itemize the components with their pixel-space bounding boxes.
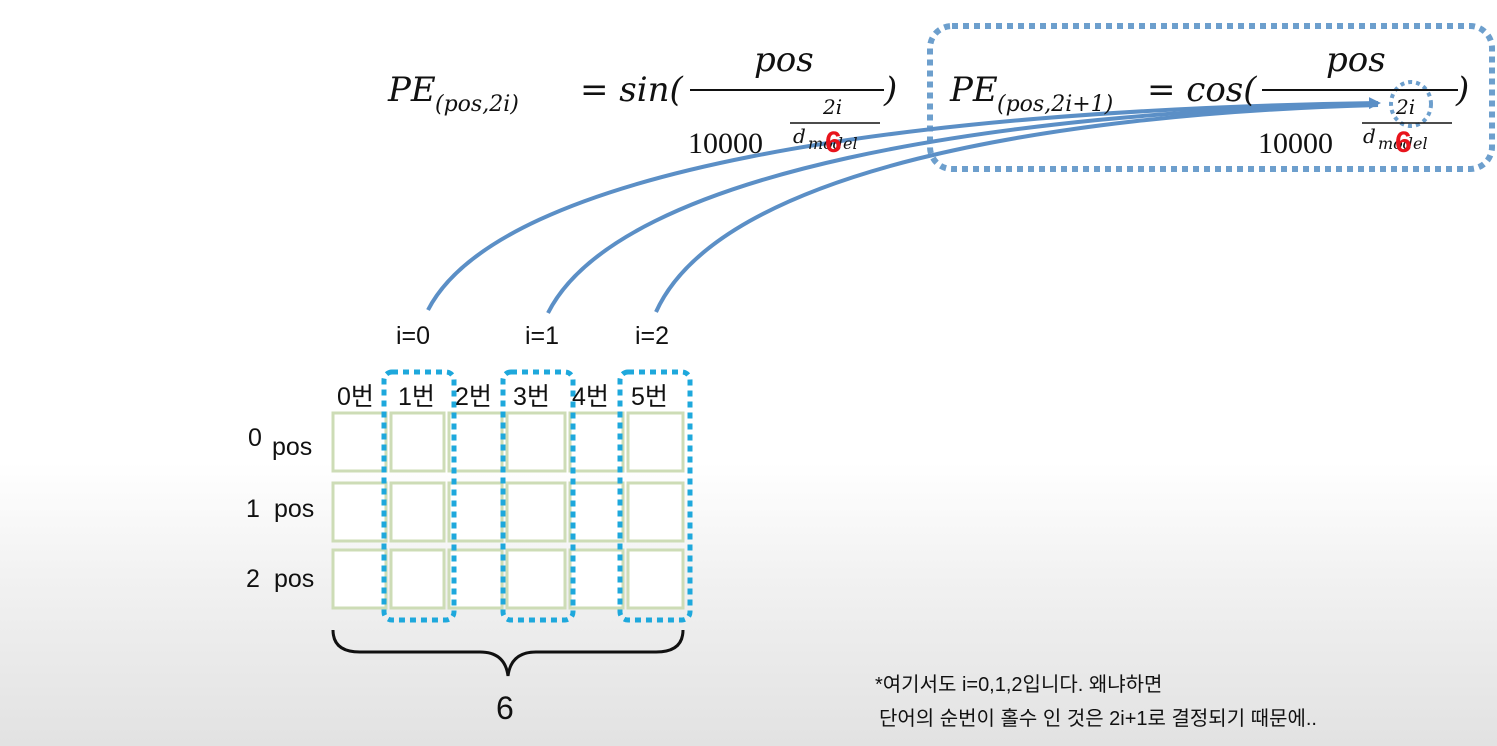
column-label-1: 1번: [398, 383, 435, 411]
sin-pe-subscript: (pos,2i): [435, 92, 519, 117]
row-label-0-num: 0: [248, 424, 262, 452]
sin-dmodel-value: 6: [825, 126, 842, 159]
cos-exponent-d: d: [1363, 124, 1376, 148]
column-label-5: 5번: [631, 383, 668, 411]
i-label-0: i=0: [396, 322, 431, 350]
note-line-2: 단어의 순번이 홀수 인 것은 2i+1로 결정되기 때문에..: [879, 708, 1317, 730]
sin-numerator: pos: [754, 40, 814, 80]
sin-exponent-d: d: [793, 124, 806, 148]
column-label-2: 2번: [455, 383, 492, 411]
embedding-grid: [331, 411, 685, 610]
highlight-col-3: [500, 369, 576, 623]
sin-function: = sin(: [580, 70, 683, 110]
cos-formula-highlight-box: [927, 23, 1495, 172]
cos-pe-symbol: PE: [950, 70, 998, 110]
cos-pe-subscript: (pos,2i+1): [997, 92, 1114, 117]
cos-exponent-model: model: [1378, 134, 1428, 153]
row-label-2-text: pos: [274, 565, 315, 593]
brace-label: 6: [496, 690, 514, 726]
arrow-i1: [546, 102, 1379, 314]
arrow-i2: [654, 103, 1379, 313]
i-label-1: i=1: [525, 322, 560, 350]
width-brace: [331, 629, 685, 677]
highlight-col-5: [617, 369, 693, 623]
sin-exponent-numerator: 2i: [823, 95, 843, 119]
i-label-2: i=2: [635, 322, 670, 350]
note-line-1: *여기서도 i=0,1,2입니다. 왜냐하면: [875, 674, 1163, 696]
cos-close-paren: ): [1456, 70, 1470, 110]
sin-close-paren: ): [884, 70, 898, 110]
row-label-1-num: 1: [246, 495, 260, 523]
column-label-0: 0번: [337, 383, 374, 411]
explanation-note: *여기서도 i=0,1,2입니다. 왜냐하면 단어의 순번이 홀수 인 것은 2…: [875, 668, 1317, 736]
cos-dmodel-value: 6: [1395, 126, 1412, 159]
sin-base: 10000: [688, 127, 763, 160]
sin-pe-symbol: PE: [388, 70, 436, 110]
column-label-3: 3번: [513, 383, 550, 411]
row-label-2-num: 2: [246, 565, 260, 593]
row-label-1-text: pos: [274, 495, 315, 523]
cos-numerator: pos: [1326, 40, 1386, 80]
cos-function: = cos(: [1147, 70, 1257, 110]
sin-exponent-model: model: [808, 134, 858, 153]
arrow-i0: [426, 97, 1381, 311]
exponent-2i-highlight-circle: [1389, 80, 1433, 128]
row-label-0-text: pos: [272, 433, 313, 461]
cos-exponent-numerator: 2i: [1396, 95, 1416, 119]
column-label-4: 4번: [572, 383, 609, 411]
highlight-col-1: [381, 369, 457, 623]
cos-base: 10000: [1258, 127, 1333, 160]
